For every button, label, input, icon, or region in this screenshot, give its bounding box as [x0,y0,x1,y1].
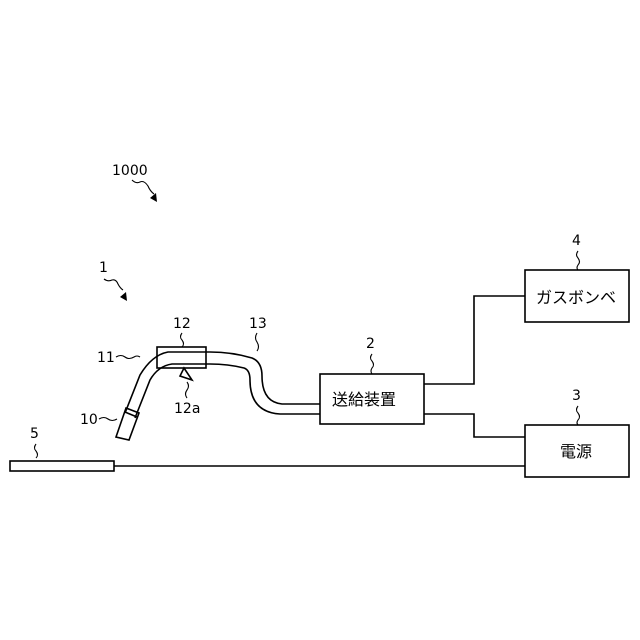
gas-leader [577,251,580,270]
torch-label: 1 [99,260,108,276]
nozzle-leader [99,418,117,421]
feeder-leader [371,354,374,374]
torch-arrowhead [120,292,127,301]
feeder-gas-line [424,296,525,384]
torch-body-label: 11 [97,350,115,366]
gas-text: ガスボンベ [536,288,616,307]
torch-body [125,352,320,413]
trigger-leader [186,382,189,398]
nozzle-label: 10 [80,412,98,428]
trigger [180,368,192,380]
system-label: 1000 [112,163,148,179]
nozzle-tip-line [125,412,137,417]
gas-number: 4 [572,233,581,249]
handle [157,347,206,368]
feeder-number: 2 [366,336,375,352]
handle-label: 12 [173,316,191,332]
workpiece [10,461,114,471]
system-arrowhead [150,193,157,202]
workpiece-leader [35,444,38,458]
power-leader [577,406,580,425]
feeder-text: 送給装置 [332,390,396,409]
trigger-label: 12a [174,401,200,417]
cable-label: 13 [249,316,267,332]
system-leader-arrow [132,180,154,194]
workpiece-label: 5 [30,426,39,442]
power-number: 3 [572,388,581,404]
torch-body-leader [116,356,140,359]
torch-body-inner [135,364,320,418]
handle-leader [181,333,184,347]
cable-leader [256,333,259,351]
feeder-power-line [424,414,525,437]
torch-leader-arrow [104,279,123,290]
power-text: 電源 [560,442,592,461]
